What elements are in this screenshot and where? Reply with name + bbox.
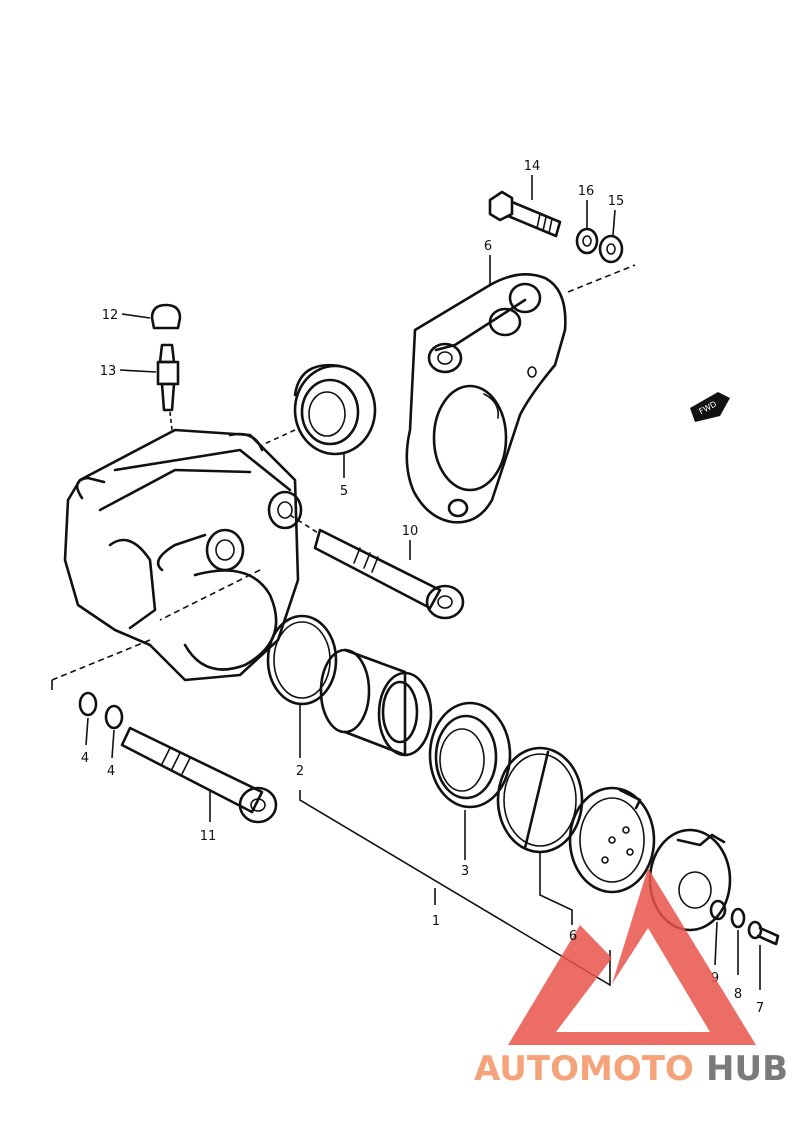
leader-6: [539, 852, 573, 925]
screw-8: [747, 920, 780, 946]
slide-pin-11: [313, 528, 465, 620]
watermark-text-2: HUB: [706, 1049, 788, 1089]
bleeder-cap-13: [150, 303, 182, 330]
leader-body-dash2: [159, 569, 261, 621]
leader-body-dash: [51, 639, 151, 681]
callout-13: 12: [102, 308, 119, 323]
washer-9: [730, 907, 746, 929]
watermark-triangle-icon: [508, 868, 756, 1045]
o-ring-4b: [104, 704, 124, 730]
callout-14: 13: [100, 364, 117, 379]
group-bracket-1: [299, 790, 611, 987]
callout-5: 5: [340, 484, 348, 499]
callout-6-text: 6: [569, 929, 577, 944]
bolt-15: [488, 190, 562, 238]
washer-16: [598, 234, 624, 264]
slide-pin-12: [120, 726, 278, 824]
leader-16: [612, 209, 616, 236]
callout-8: 7: [756, 1001, 764, 1016]
leader-5-dash: [261, 429, 296, 446]
piston-boot-3: [428, 701, 512, 809]
piston: [319, 648, 433, 757]
washer-10: [709, 899, 727, 921]
watermark-logo: [508, 868, 756, 1045]
callout-4a: 4: [81, 751, 89, 766]
callout-11: 10: [402, 524, 419, 539]
callout-2: 2: [296, 764, 304, 779]
callout-3: 3: [461, 864, 469, 879]
callout-7: 6: [484, 239, 492, 254]
leader-7-dash: [567, 264, 636, 293]
callout-4b: 4: [107, 764, 115, 779]
callout-1: 1: [432, 914, 440, 929]
direction-arrow-icon: FWD: [690, 392, 730, 422]
callout-9: 8: [734, 987, 742, 1002]
leader-11-dash: [289, 514, 319, 534]
leader-14-down: [169, 411, 173, 431]
brake-pad: [568, 786, 656, 894]
caliper-bracket-7: [405, 272, 567, 524]
washer-17: [575, 227, 599, 255]
callout-15: 14: [524, 159, 541, 174]
leader-14: [119, 369, 157, 373]
callout-16: 15: [608, 194, 625, 209]
dust-boot-5: [293, 363, 377, 456]
leader-4: [51, 680, 115, 759]
o-ring-4a: [78, 691, 98, 717]
piston-seal-2: [266, 614, 338, 706]
callout-12: 11: [200, 829, 217, 844]
leader-10: [714, 921, 718, 966]
watermark-text-1: AUTOMOTO: [474, 1049, 694, 1089]
caliper-body: [63, 428, 303, 682]
leader-13: [121, 313, 151, 319]
bleeder-screw-14: [156, 343, 180, 412]
callout-17: 16: [578, 184, 595, 199]
